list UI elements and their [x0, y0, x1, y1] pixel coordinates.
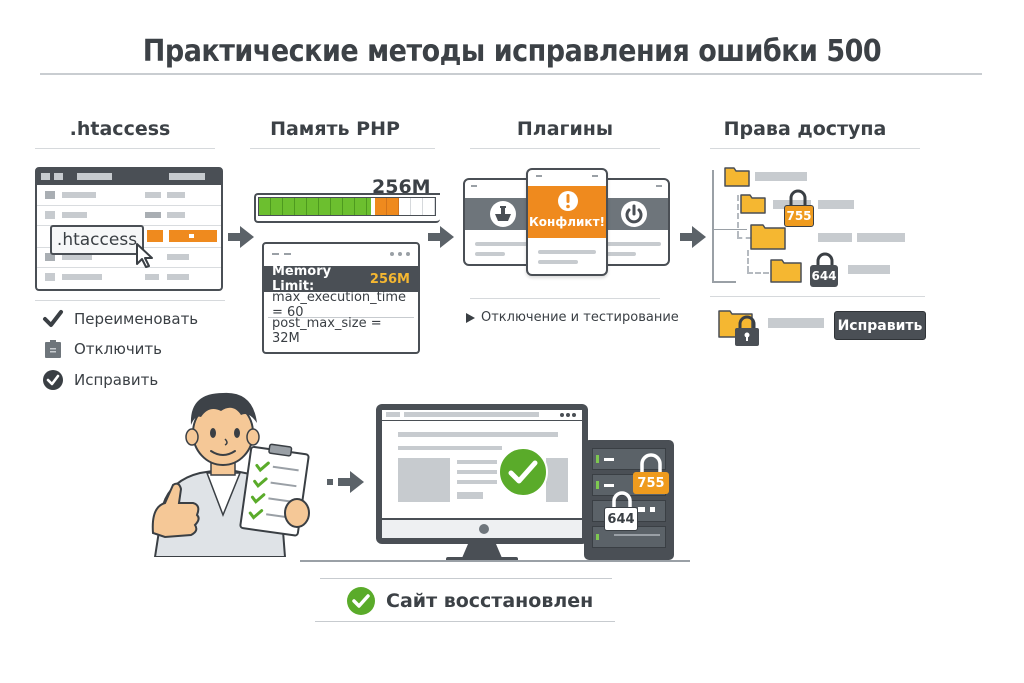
section-divider	[35, 148, 215, 149]
permission-badge-644: 644	[810, 265, 838, 287]
section-title-plugins: Плагины	[516, 118, 614, 140]
power-icon	[621, 201, 647, 227]
highlight-cell	[147, 230, 163, 242]
padlock-shackle-icon	[816, 252, 834, 271]
server-badge-644: 644	[604, 507, 638, 531]
folder-icon	[740, 194, 766, 214]
monitor-screen	[382, 410, 582, 518]
section-divider	[710, 148, 920, 149]
action-fix: Исправить	[42, 369, 198, 391]
section-divider	[470, 298, 660, 299]
flow-arrow-icon	[680, 226, 706, 248]
memory-bar-frame	[254, 193, 440, 223]
person-with-checklist-illustration	[151, 392, 310, 557]
window-titlebar	[37, 169, 221, 185]
htaccess-action-list: Переименовать Отключить Исправить	[42, 309, 198, 391]
fix-permissions-button[interactable]: Исправить	[834, 311, 926, 340]
config-row: post_max_size = 32M	[272, 316, 382, 346]
check-circle-icon	[43, 370, 63, 390]
conflict-banner: Конфликт!	[528, 186, 606, 238]
monitor	[376, 404, 588, 544]
highlight-cell	[169, 230, 217, 242]
section-divider	[250, 148, 435, 149]
success-check-icon	[347, 587, 375, 615]
action-rename: Переименовать	[42, 309, 198, 329]
conflict-label: Конфликт!	[528, 215, 606, 229]
section-title-php-memory: Память PHP	[270, 118, 400, 140]
play-triangle-icon	[466, 312, 475, 323]
plugins-action: Отключение и тестирование	[466, 310, 679, 325]
title-divider	[40, 73, 982, 75]
folder-tree: 755 644	[710, 165, 940, 290]
memory-usage-bar	[258, 197, 436, 216]
plugin-card-conflict[interactable]: Конфликт!	[526, 168, 608, 276]
flow-arrow-icon	[428, 226, 454, 248]
clipboard-icon	[45, 340, 61, 358]
htaccess-file-tooltip[interactable]: .htaccess	[50, 225, 144, 255]
panel-titlebar	[264, 244, 418, 266]
permission-badge-755: 755	[784, 205, 814, 227]
locked-folder-icon	[718, 310, 759, 346]
file-manager-window	[35, 167, 223, 291]
warning-icon	[558, 191, 578, 211]
section-title-htaccess: .htaccess	[69, 118, 171, 140]
section-divider	[710, 296, 925, 297]
server-badge-755: 755	[633, 472, 669, 494]
flow-arrow-icon	[338, 471, 364, 493]
mouse-cursor-icon	[136, 243, 153, 268]
folder-icon	[750, 224, 786, 250]
folder-icon	[724, 167, 750, 187]
section-title-permissions: Права доступа	[723, 118, 887, 140]
plugin-icon	[490, 201, 516, 227]
site-restored-status: Сайт восстановлен	[346, 586, 593, 616]
section-divider	[470, 148, 660, 149]
success-check-icon	[498, 447, 548, 497]
memory-limit-row: Memory Limit: 256M	[264, 264, 418, 294]
page-title: Практические методы исправления ошибки 5…	[142, 34, 882, 69]
section-divider	[35, 300, 225, 301]
padlock-shackle-icon	[612, 491, 632, 512]
folder-icon	[770, 259, 802, 283]
padlock-shackle-icon	[789, 189, 807, 208]
memory-value-label: 256M	[372, 176, 431, 198]
action-disable: Отключить	[42, 339, 198, 359]
checkmark-icon	[43, 310, 63, 327]
padlock-shackle-icon	[640, 453, 662, 476]
config-row: max_execution_time = 60	[268, 290, 414, 320]
php-config-panel: Memory Limit: 256M max_execution_time = …	[262, 242, 420, 354]
flow-arrow-icon	[228, 226, 254, 248]
